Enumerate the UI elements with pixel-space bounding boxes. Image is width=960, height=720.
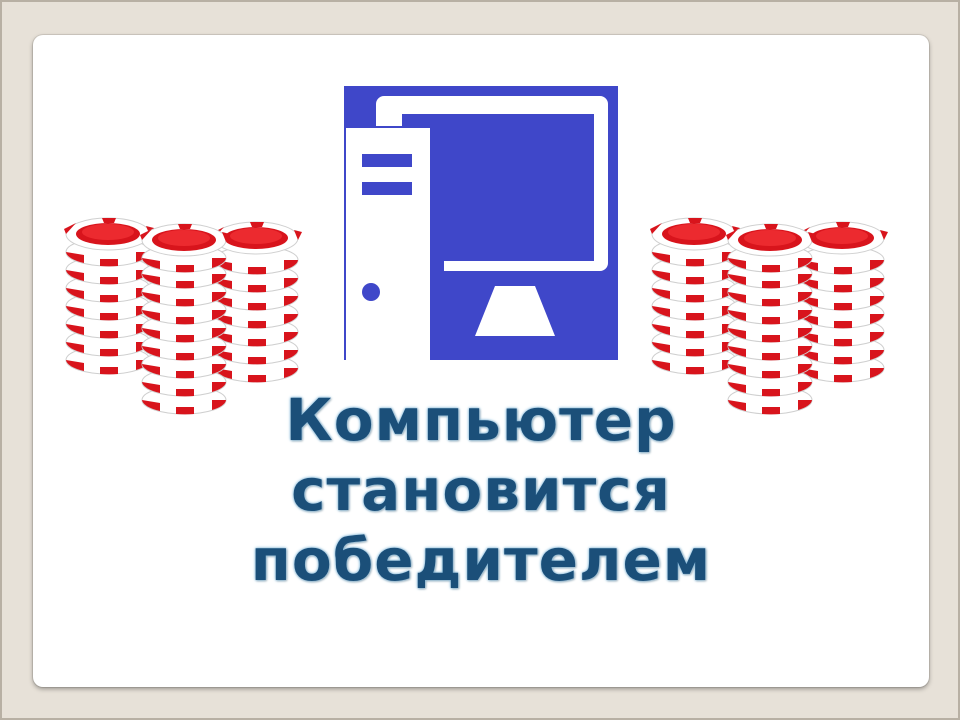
slide-caption: Компьютер становится победителем [33, 385, 929, 595]
caption-line-2: становится [291, 456, 671, 524]
computer-icon [344, 86, 618, 360]
caption-line-3: победителем [250, 526, 712, 594]
caption-line-1: Компьютер [285, 386, 677, 454]
